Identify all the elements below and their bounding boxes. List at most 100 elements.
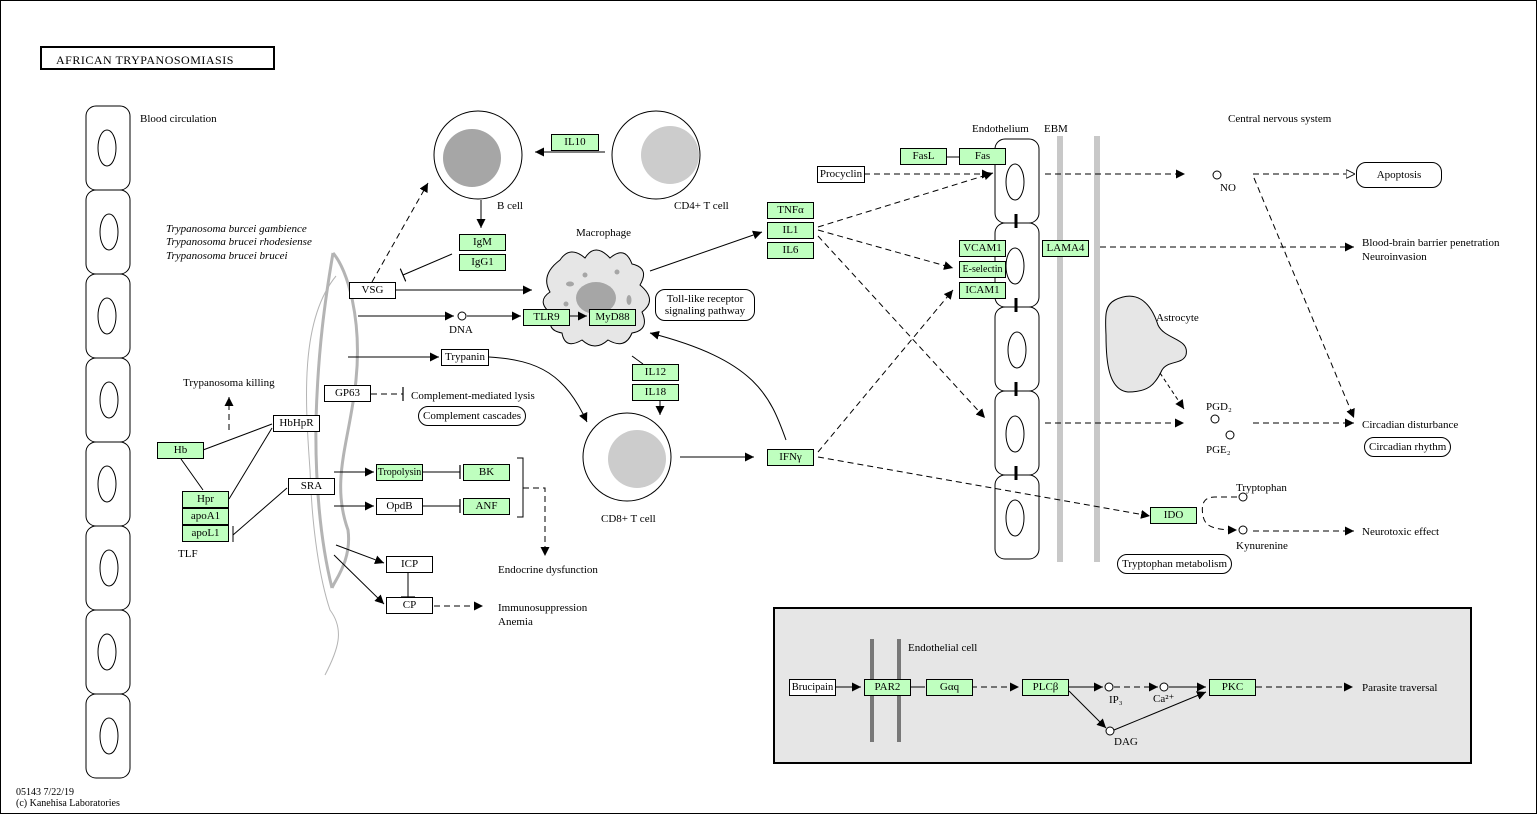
cell-nucleus	[99, 549, 119, 587]
label-cd4-t-cell: CD4+ T cell	[674, 200, 729, 212]
edge-ig-vsg	[399, 253, 453, 282]
edge-macrophage-cytokines	[649, 230, 763, 272]
edge-ido-kynurenine	[1201, 496, 1238, 535]
label-endocrine: Endocrine dysfunction	[498, 564, 598, 576]
cell-nucleus	[99, 381, 119, 419]
gene-igg1[interactable]: IgG1	[459, 254, 506, 271]
label-trypanosoma-killing: Trypanosoma killing	[183, 377, 275, 389]
gene-ido[interactable]: IDO	[1150, 507, 1197, 524]
label-neurotoxic: Neurotoxic effect	[1362, 526, 1440, 538]
label-dag: DAG	[1114, 736, 1138, 748]
gene-lama4[interactable]: LAMA4	[1042, 240, 1089, 257]
gene-apol1[interactable]: apoL1	[182, 525, 229, 542]
bracket	[517, 457, 524, 518]
blood-vessel-cells	[85, 105, 131, 779]
node-procyclin[interactable]: Procyclin	[817, 166, 865, 183]
label-cns: Central nervous system	[1228, 113, 1332, 125]
label-species-rhodesiense: Trypanosoma brucei rhodesiense	[166, 236, 312, 248]
pathway-complement-cascades[interactable]: Complement cascades	[418, 406, 527, 426]
compounds	[457, 170, 1248, 535]
gene-fas[interactable]: Fas	[959, 148, 1006, 165]
pathway-apoptosis[interactable]: Apoptosis	[1356, 162, 1442, 188]
gene-fasl[interactable]: FasL	[900, 148, 947, 165]
compound-ip3[interactable]	[1104, 682, 1114, 692]
node-hbhpr[interactable]: HbHpR	[273, 415, 320, 432]
edge-hpr-hbhpr	[228, 427, 273, 500]
gene-gaq[interactable]: Gαq	[926, 679, 973, 696]
gene-ifng[interactable]: IFNγ	[767, 449, 814, 466]
cell-nucleus	[97, 297, 117, 335]
gene-il1[interactable]: IL1	[767, 222, 814, 239]
gene-il10[interactable]: IL10	[551, 134, 599, 151]
edge-macrophage-il12	[631, 355, 644, 365]
gene-par2[interactable]: PAR2	[864, 679, 911, 696]
label-cd8-t-cell: CD8+ T cell	[601, 513, 656, 525]
compound-pge2[interactable]	[1225, 430, 1235, 440]
label-astrocyte: Astrocyte	[1156, 312, 1199, 324]
gene-apoa1[interactable]: apoA1	[182, 508, 229, 525]
label-no: NO	[1220, 182, 1236, 194]
node-icp[interactable]: ICP	[386, 556, 433, 573]
cell-nucleus	[99, 717, 119, 755]
node-opdb[interactable]: OpdB	[376, 498, 423, 515]
gene-hpr[interactable]: Hpr	[182, 491, 229, 508]
label-pge2: PGE₂	[1206, 444, 1231, 456]
label-macrophage: Macrophage	[576, 227, 631, 239]
gene-tnfa[interactable]: TNFα	[767, 202, 814, 219]
pathway-tryptophan-metabolism[interactable]: Tryptophan metabolism	[1117, 554, 1233, 574]
compound-ca2[interactable]	[1159, 682, 1169, 692]
label-neuroinvasion: Neuroinvasion	[1362, 251, 1427, 263]
label-species-brucei: Trypanosoma brucei brucei	[166, 250, 288, 262]
label-blood-circulation: Blood circulation	[140, 113, 217, 125]
gene-plcb[interactable]: PLCβ	[1022, 679, 1069, 696]
pathway-circadian-rhythm[interactable]: Circadian rhythm	[1364, 437, 1452, 457]
gene-igm[interactable]: IgM	[459, 234, 506, 251]
gene-il18[interactable]: IL18	[632, 384, 679, 401]
edge-to-endocrine	[523, 487, 550, 556]
node-cp[interactable]: CP	[386, 597, 433, 614]
endothelium-cells	[994, 138, 1040, 560]
gene-e-selectin[interactable]: E-selectin	[959, 261, 1006, 278]
compound-no[interactable]	[1212, 170, 1222, 180]
gene-il6[interactable]: IL6	[767, 242, 814, 259]
label-anemia: Anemia	[498, 616, 533, 628]
compound-dna[interactable]	[457, 311, 467, 321]
compound-kynurenine[interactable]	[1238, 525, 1248, 535]
gene-icam1[interactable]: ICAM1	[959, 282, 1006, 299]
compound-tryptophan[interactable]	[1238, 492, 1248, 502]
cd8-t-cell	[582, 412, 672, 502]
label-species-gambiense: Trypanosoma burcei gambience	[166, 223, 307, 235]
node-sra[interactable]: SRA	[288, 478, 335, 495]
gene-hb[interactable]: Hb	[157, 442, 204, 459]
node-gp63[interactable]: GP63	[324, 385, 371, 402]
footer: 05143 7/22/19 (c) Kanehisa Laboratories	[16, 787, 120, 809]
label-dna: DNA	[449, 324, 473, 336]
gene-pkc[interactable]: PKC	[1209, 679, 1256, 696]
gene-tlr9[interactable]: TLR9	[523, 309, 570, 326]
gene-bk[interactable]: BK	[463, 464, 510, 481]
pathway-title: AFRICAN TRYPANOSOMIASIS	[40, 46, 275, 70]
label-ip3: IP₃	[1109, 694, 1123, 706]
node-brucipain[interactable]: Brucipain	[789, 679, 836, 696]
gene-tropolysin[interactable]: Tropolysin	[376, 464, 423, 481]
edge-sra-apol1	[232, 487, 288, 536]
compound-pgd2[interactable]	[1210, 414, 1220, 424]
footer-id-date: 05143 7/22/19	[16, 787, 75, 798]
cell-nucleus	[97, 633, 117, 671]
gene-il12[interactable]: IL12	[632, 364, 679, 381]
trypanosome-icon	[306, 252, 359, 676]
edge-vsg-bcell	[371, 182, 429, 283]
label-bbb: Blood-brain barrier penetration	[1362, 237, 1500, 249]
edge-il1-endothelium-lower	[817, 235, 986, 419]
gene-myd88[interactable]: MyD88	[589, 309, 636, 326]
pathway-toll-like-receptor[interactable]: Toll-like receptor signaling pathway	[655, 289, 755, 321]
gene-anf[interactable]: ANF	[463, 498, 510, 515]
edge-astrocyte-pgd2	[1159, 372, 1185, 410]
compound-dag[interactable]	[1105, 726, 1115, 736]
gene-vcam1[interactable]: VCAM1	[959, 240, 1006, 257]
node-vsg[interactable]: VSG	[349, 282, 396, 299]
node-trypanin[interactable]: Trypanin	[441, 349, 489, 366]
edge-hb-hpr	[180, 458, 204, 491]
label-pgd2: PGD₂	[1206, 401, 1232, 413]
